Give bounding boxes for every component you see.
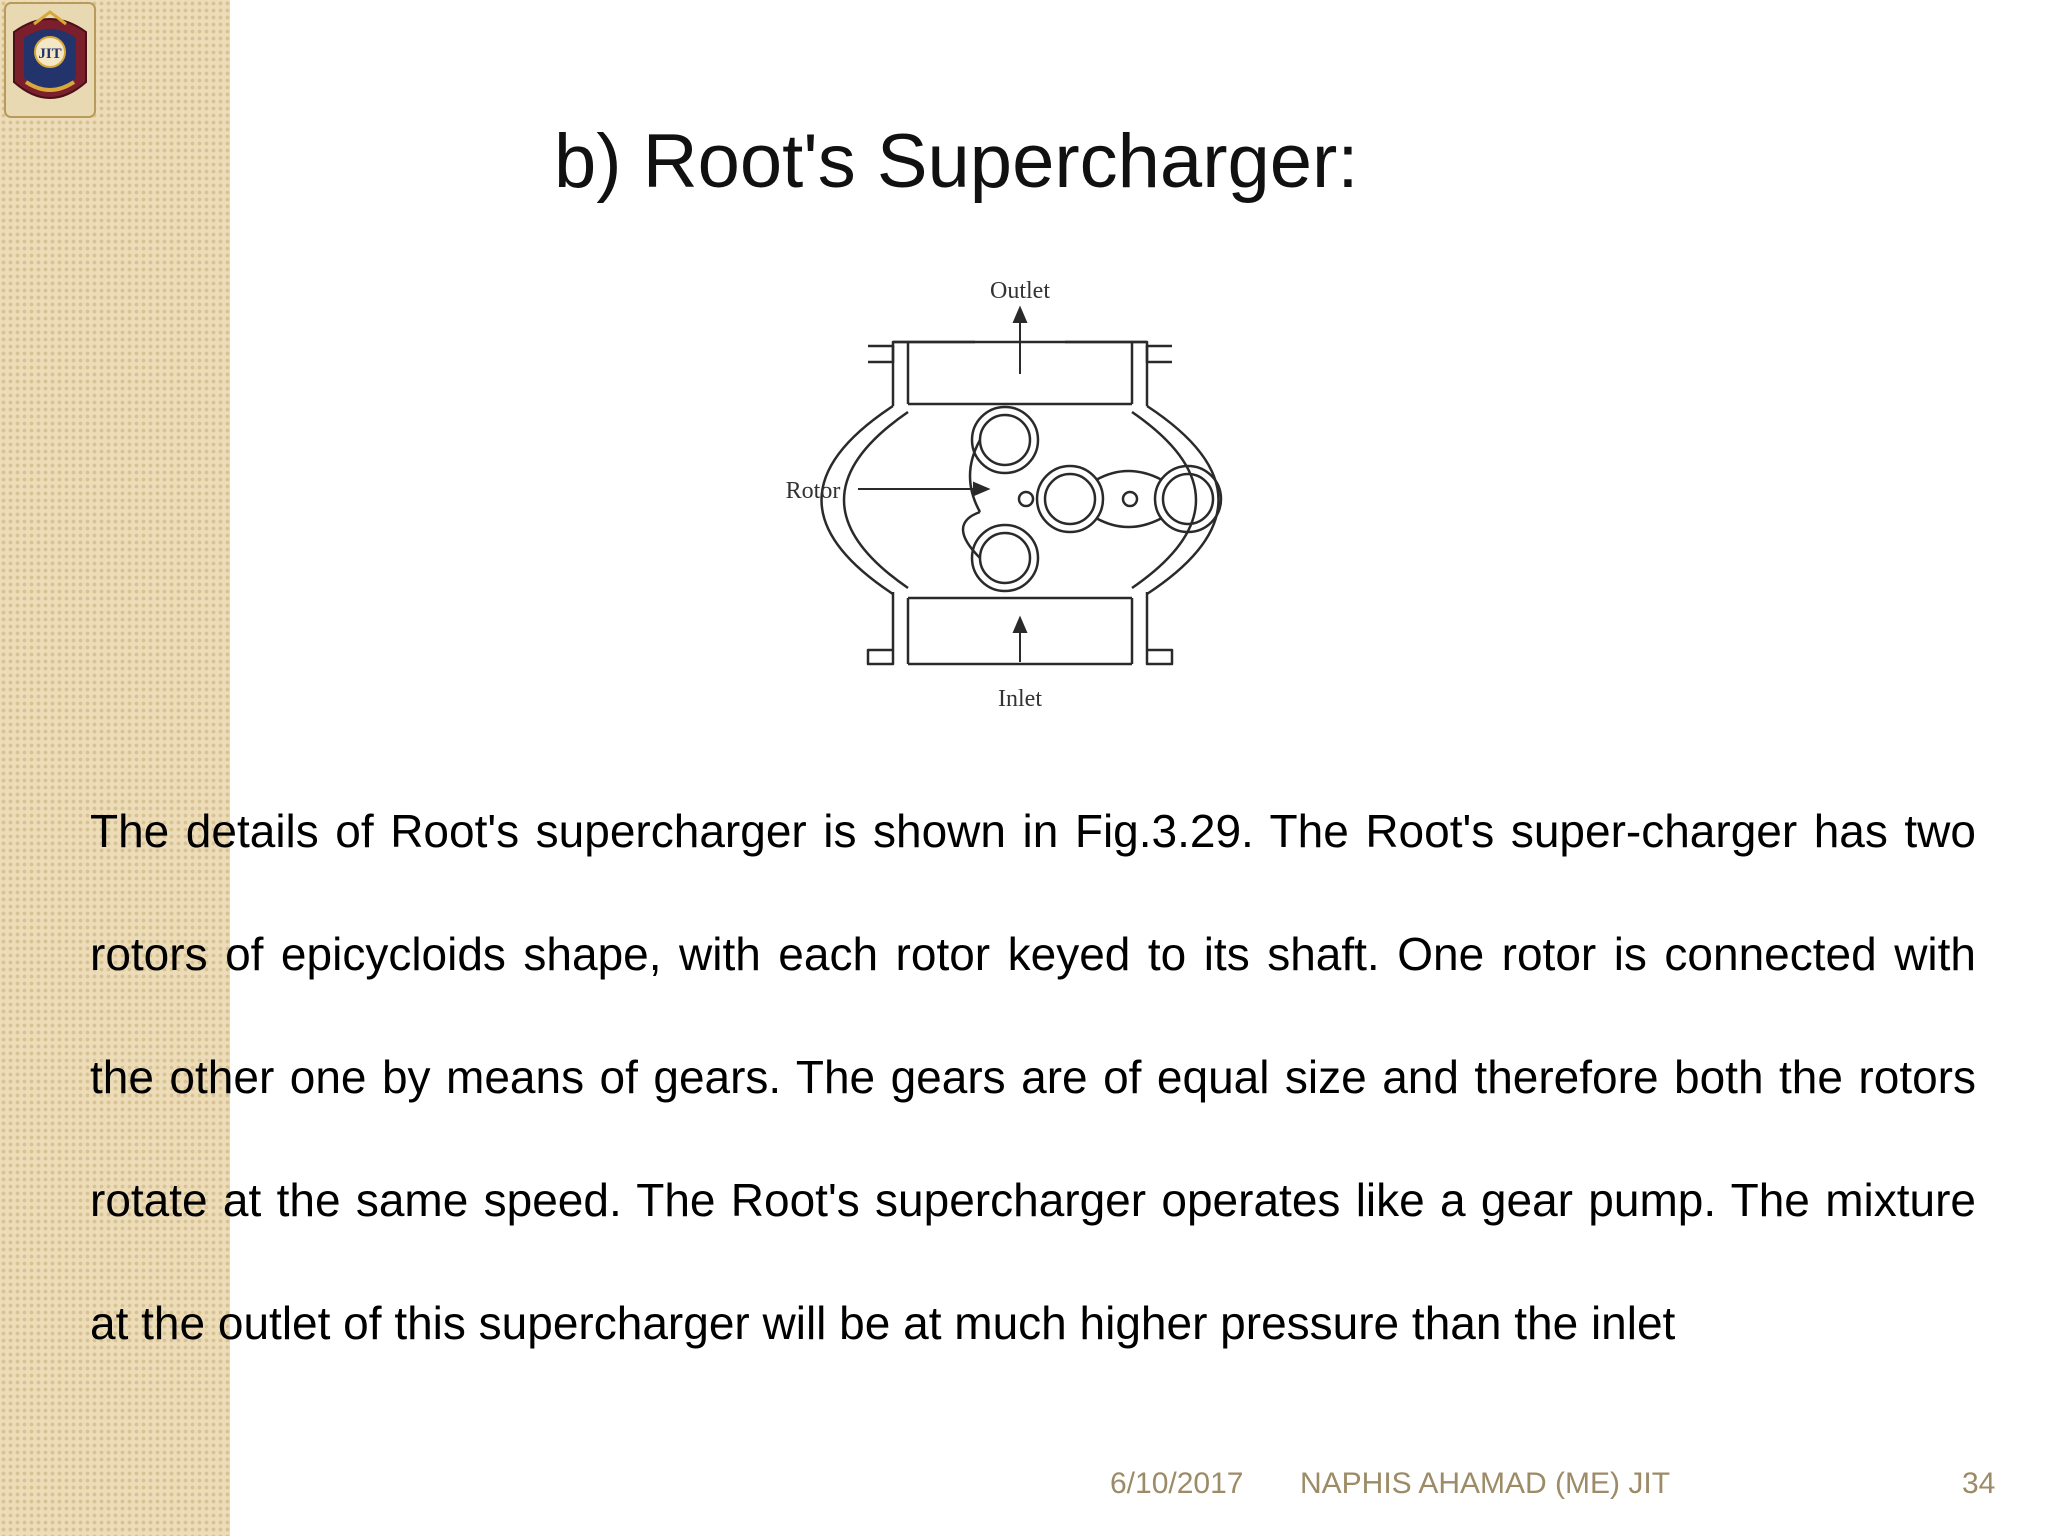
footer-page-number: 34	[1962, 1467, 1996, 1500]
footer-date: 6/10/2017	[1110, 1467, 1244, 1500]
shaft-right	[1121, 490, 1139, 508]
housing-right	[1146, 404, 1220, 596]
decorative-side-strip	[0, 0, 230, 1536]
footer-author: NAPHIS AHAMAD (ME) JIT	[1300, 1467, 1671, 1500]
outlet-flange-left	[868, 344, 895, 364]
rotor-lobe-right	[1153, 464, 1223, 534]
outlet-label: Outlet	[990, 278, 1050, 304]
shaft-left	[1017, 490, 1035, 508]
slide-body-text: The details of Root's supercharger is sh…	[90, 805, 1976, 1349]
rotor-lobe-bottom	[970, 523, 1040, 593]
rotor-label: Rotor	[786, 478, 841, 504]
rotor-lobe-center	[1035, 464, 1105, 534]
rotor-lobe-top	[970, 405, 1040, 475]
outlet-arrow	[1012, 305, 1028, 323]
college-logo: JIT	[4, 2, 96, 118]
slide-title: b) Root's Supercharger:	[554, 119, 1359, 204]
inlet-arrow	[1012, 615, 1028, 633]
rotor-pointer-arrow	[973, 481, 991, 497]
outlet-flange-right	[1145, 344, 1172, 364]
housing-left	[820, 404, 894, 596]
roots-supercharger-diagram: Outlet Rotor Inlet	[786, 278, 1223, 712]
logo-text: JIT	[38, 46, 61, 62]
inlet-flange-right	[1145, 592, 1174, 666]
inlet-flange-left	[866, 592, 895, 666]
inlet-label: Inlet	[998, 686, 1042, 712]
